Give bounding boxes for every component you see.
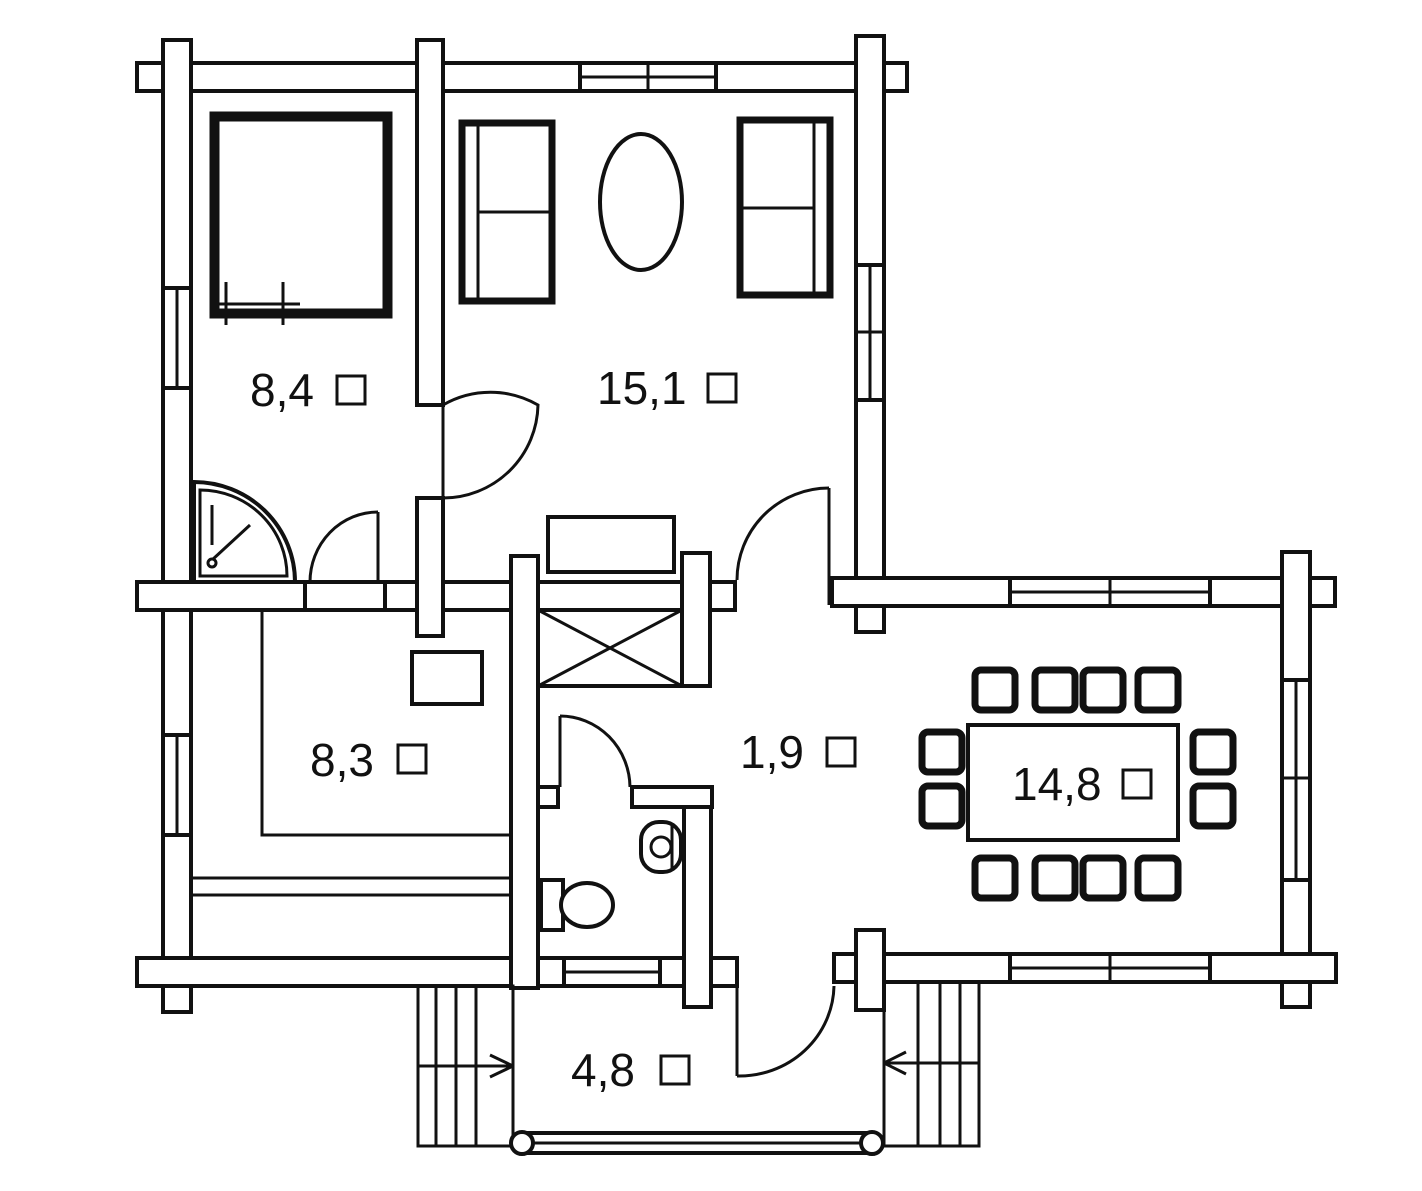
chair — [1031, 854, 1079, 902]
stove — [536, 608, 684, 688]
toilet — [539, 878, 615, 932]
sofa-left — [458, 119, 556, 305]
chair — [1079, 854, 1127, 902]
windows — [161, 61, 1312, 988]
area-text: 1,9 — [740, 726, 804, 778]
dining-chairs — [918, 666, 1237, 902]
area-text: 8,4 — [250, 364, 314, 416]
wall-sauna-hall — [509, 554, 540, 990]
chair — [918, 728, 966, 776]
room-labels: 8,4 15,1 8,3 1,9 14,8 4,8 — [250, 362, 1153, 1096]
wall-partition-upper — [415, 38, 445, 407]
area-text: 4,8 — [571, 1044, 635, 1096]
tv-stand — [546, 515, 676, 574]
washbasin — [639, 820, 683, 874]
area-text: 14,8 — [1012, 758, 1102, 810]
room-label-sauna: 8,3 — [310, 734, 428, 786]
doors — [308, 390, 836, 1078]
chair — [1079, 666, 1127, 714]
sofa-right — [736, 116, 834, 299]
wall-top — [135, 61, 909, 93]
shower-cabin — [192, 479, 298, 584]
room-label-hall: 1,9 — [740, 726, 857, 778]
room-label-porch: 4,8 — [571, 1044, 691, 1096]
chair — [1134, 666, 1182, 714]
oval-table — [598, 132, 684, 272]
room-label-dining-room: 14,8 — [1012, 758, 1153, 810]
bed — [209, 111, 393, 325]
wall-entrance-jamb — [854, 928, 886, 1012]
chair — [971, 666, 1019, 714]
wall-left — [161, 38, 193, 1014]
room-label-living-room: 15,1 — [597, 362, 738, 414]
chair — [918, 782, 966, 830]
chair — [1189, 728, 1237, 776]
porch-railing — [509, 982, 886, 1156]
chimney — [680, 551, 712, 688]
chair — [971, 854, 1019, 902]
porch-steps-left — [416, 984, 515, 1148]
porch-steps-right — [882, 980, 981, 1148]
wall-partition-lower — [415, 496, 445, 638]
wall-wc-top-left — [536, 785, 560, 809]
wall-wc-right — [682, 785, 713, 1009]
wall-wc-top-right — [630, 785, 714, 809]
area-text: 15,1 — [597, 362, 687, 414]
chair — [1189, 782, 1237, 830]
chair — [1134, 854, 1182, 902]
area-text: 8,3 — [310, 734, 374, 786]
chair — [1031, 666, 1079, 714]
room-label-bedroom-small: 8,4 — [250, 364, 367, 416]
sauna-benches — [191, 610, 511, 897]
